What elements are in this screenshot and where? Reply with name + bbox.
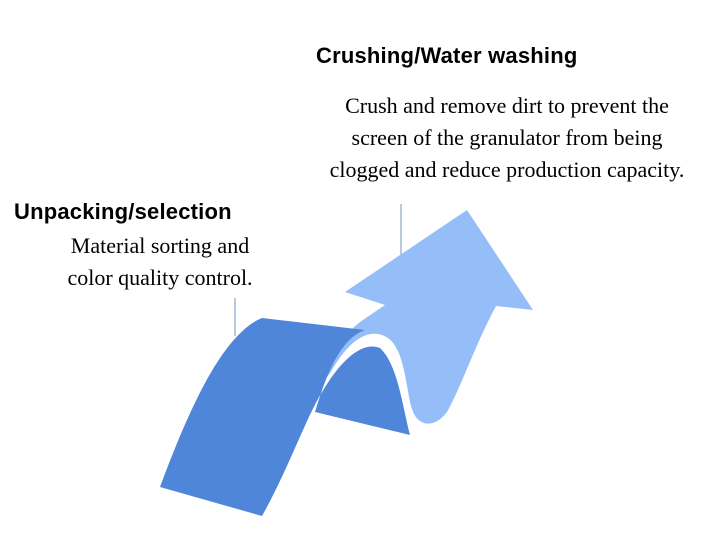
arch-stage-unpacking bbox=[160, 318, 410, 516]
step-description-line: clogged and reduce production capacity. bbox=[329, 157, 685, 182]
step-description-line: Crush and remove dirt to prevent the bbox=[345, 93, 669, 118]
step-title-unpacking: Unpacking/selection bbox=[14, 199, 232, 224]
step-description-line: Material sorting and bbox=[70, 233, 250, 258]
step-description-unpacking: Material sorting and color quality contr… bbox=[44, 230, 276, 294]
arrow-stage-crushing bbox=[313, 210, 533, 424]
step-description-line: color quality control. bbox=[67, 265, 253, 290]
step-description-line: screen of the granulator from being bbox=[351, 125, 663, 150]
step-description-crushing: Crush and remove dirt to prevent the scr… bbox=[305, 90, 709, 186]
step-title-crushing: Crushing/Water washing bbox=[316, 43, 578, 68]
